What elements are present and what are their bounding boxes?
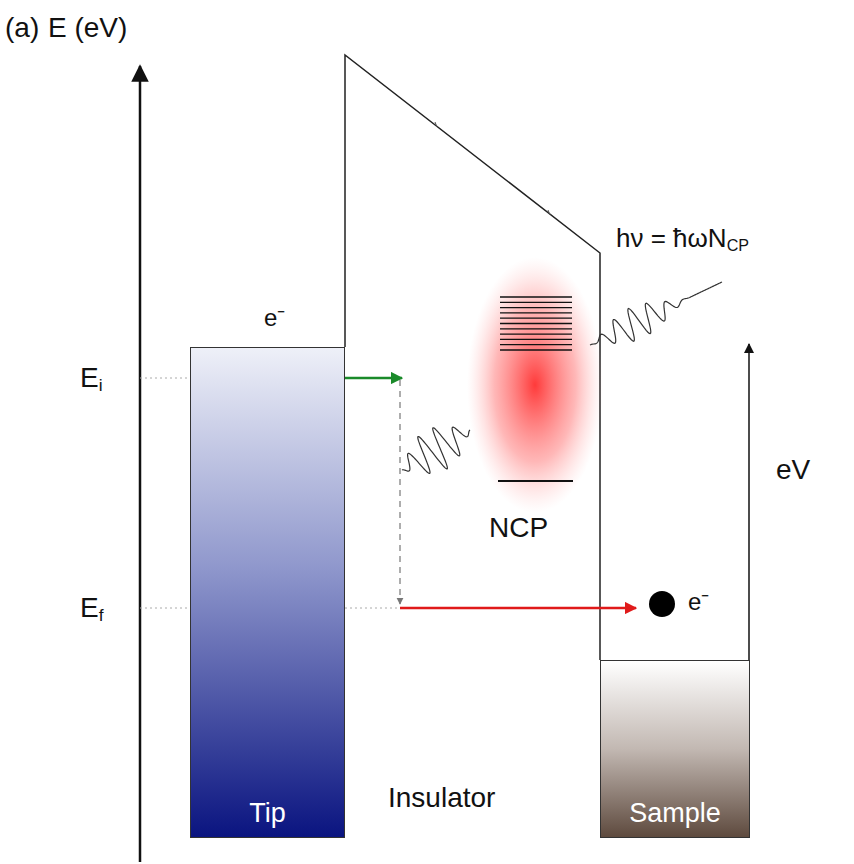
photon-wave (590, 282, 722, 345)
photon-wave (402, 427, 470, 473)
label-holder: NCP (489, 514, 548, 542)
electron-label: e⁻ (264, 306, 285, 330)
ncp-level (500, 339, 572, 340)
ncp-glow (467, 257, 603, 513)
barrier-tick (548, 210, 550, 215)
energy-loss (399, 380, 400, 604)
electrode-label: Tip (249, 798, 286, 829)
ncp-level (500, 323, 572, 324)
photon-waves (402, 282, 722, 473)
energy-axis (139, 66, 142, 862)
label-holder: E (eV) (48, 14, 127, 42)
label-holder: Ef (80, 594, 104, 625)
ncp-level (500, 328, 572, 329)
label-holder: hν = ħωNCP (616, 225, 749, 253)
label-holder: e⁻ (264, 306, 285, 330)
ncp-level (500, 302, 572, 303)
electrode-label: Sample (629, 798, 721, 829)
axis-title: E (eV) (48, 14, 127, 42)
label-holder: eV (776, 456, 810, 484)
photon-energy: hν = ħωNCP (616, 225, 749, 253)
ncp-level (500, 344, 572, 345)
panel-label: (a) (5, 14, 39, 42)
ncp-level (500, 307, 572, 308)
ncp-level (500, 349, 572, 350)
insulator-label: Insulator (388, 784, 495, 812)
ncp-level (500, 318, 572, 319)
ncp-level (500, 333, 572, 334)
ncp-level (500, 312, 572, 313)
label-holder: Ei (80, 364, 103, 395)
ncp-label: NCP (489, 514, 548, 542)
label-holder: (a) (5, 14, 39, 42)
sample-electrode: Sample (600, 660, 750, 838)
ncp-level (500, 296, 572, 297)
label-holder: Insulator (388, 784, 495, 812)
tip-electrode: Tip (190, 347, 345, 838)
ncp-ground-level (498, 480, 573, 482)
final-energy: Ef (80, 594, 104, 625)
electron-label: e⁻ (688, 590, 709, 614)
barrier-tick (435, 122, 437, 127)
ncp-levels (500, 297, 572, 350)
bias-arrow (748, 344, 750, 660)
inelastic-path (400, 607, 636, 610)
label-holder: e⁻ (688, 590, 709, 614)
bias-label: eV (776, 456, 810, 484)
final-electron (649, 591, 675, 617)
initial-energy: Ei (80, 364, 103, 395)
